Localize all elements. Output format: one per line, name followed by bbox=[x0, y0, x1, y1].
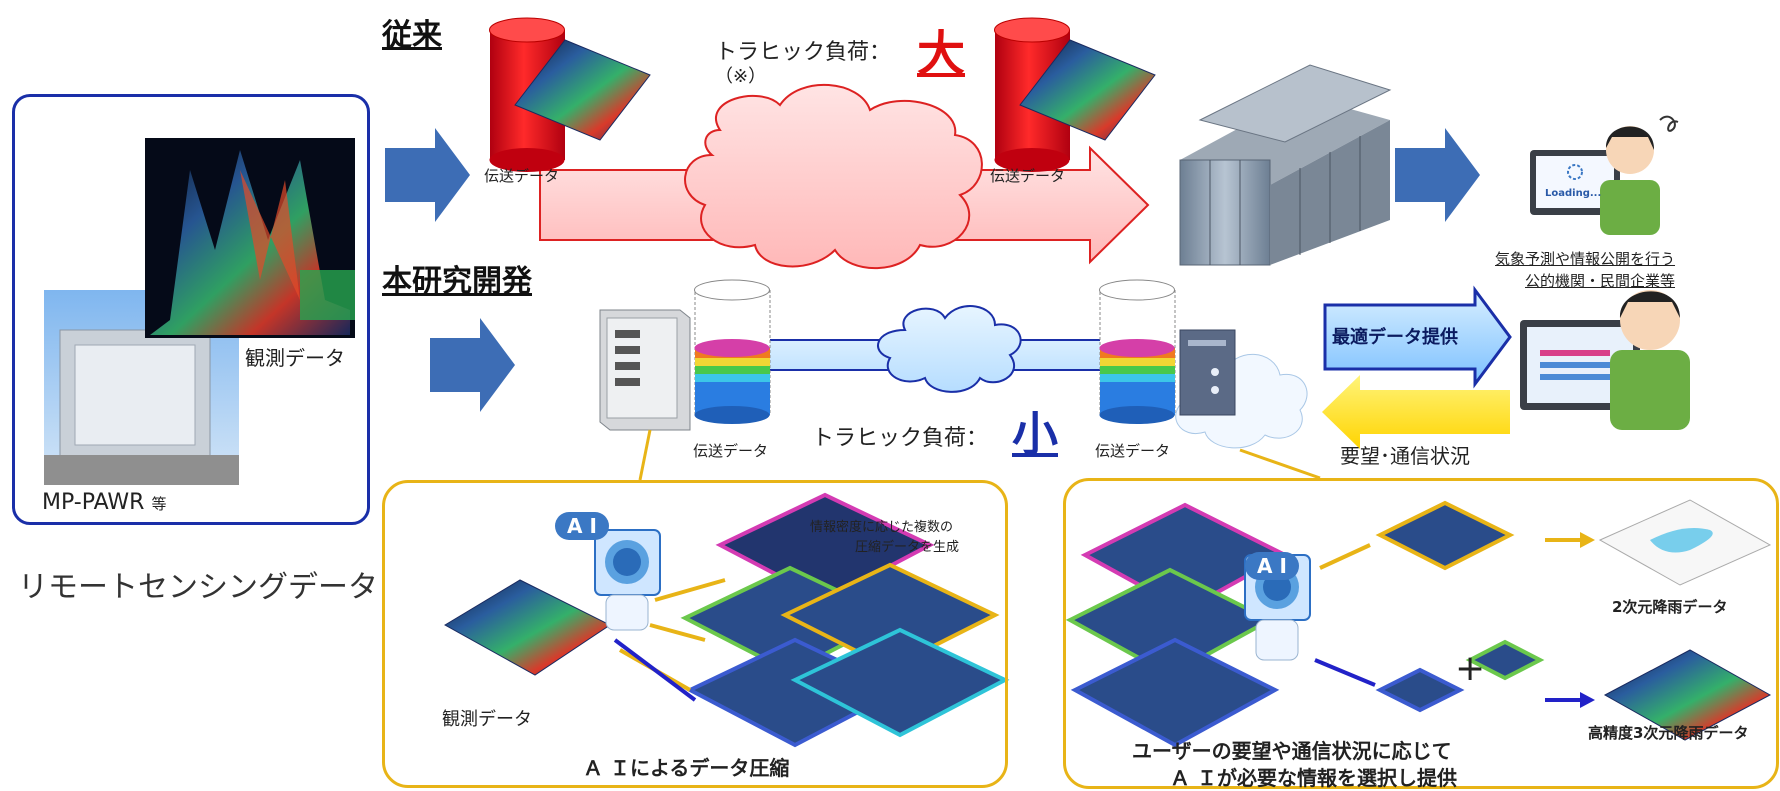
selection-title-line2: Ａ Ｉが必要な情報を選択し提供 bbox=[1170, 766, 1457, 790]
proposed-heading: 本研究開発 bbox=[382, 264, 532, 299]
source-radar-label: MP-PAWR 等 bbox=[42, 490, 166, 515]
compression-panel bbox=[382, 480, 1008, 788]
compression-ai-arrows bbox=[613, 578, 726, 702]
conventional-data-thumb-left bbox=[514, 39, 651, 141]
users-caption-line2: 公的機関・民間企業等 bbox=[1525, 272, 1676, 290]
compression-note-line1: 情報密度に応じた複数の bbox=[810, 520, 954, 535]
compression-title: Ａ Ｉによるデータ圧縮 bbox=[583, 756, 790, 780]
output-2d-map bbox=[1598, 499, 1772, 586]
user-top-illustration bbox=[1530, 115, 1679, 235]
proposed-cloud-server bbox=[1175, 329, 1308, 449]
conventional-transfer-left: 伝送データ bbox=[484, 167, 560, 185]
source-box bbox=[12, 94, 370, 525]
proposed-traffic-cloud bbox=[877, 305, 1022, 393]
proposed-traffic-value: 小 bbox=[1012, 407, 1058, 461]
users-caption-line1: 気象予測や情報公開を行う bbox=[1495, 250, 1676, 268]
compression-note-line2: 圧縮データを生成 bbox=[855, 540, 960, 555]
compression-callout-line bbox=[638, 429, 652, 481]
conventional-data-thumb-right bbox=[1019, 39, 1156, 141]
selection-callout-line bbox=[1239, 448, 1321, 480]
conventional-note: （※） bbox=[715, 66, 767, 87]
user-bottom-illustration bbox=[1520, 290, 1690, 430]
output-3d-label: 高精度3次元降雨データ bbox=[1588, 724, 1749, 742]
proposed-left-cylinder bbox=[694, 279, 771, 424]
ai-robot-left bbox=[594, 529, 661, 631]
radar-name: MP-PAWR bbox=[42, 490, 145, 515]
radar-suffix: 等 bbox=[151, 495, 167, 513]
output-3d-radar bbox=[1603, 649, 1772, 741]
request-label: 要望･通信状況 bbox=[1340, 444, 1470, 468]
proposed-traffic-label: トラヒック負荷： bbox=[812, 426, 989, 451]
request-arrow bbox=[1322, 375, 1510, 449]
compression-ai-badge: A I bbox=[555, 512, 609, 540]
conventional-traffic-cloud bbox=[684, 84, 983, 270]
optimal-data-label: 最適データ提供 bbox=[1332, 327, 1458, 348]
conventional-heading: 従来 bbox=[382, 18, 442, 53]
arrow-to-proposed bbox=[430, 318, 515, 412]
arrow-to-users bbox=[1395, 128, 1480, 222]
proposed-transfer-right: 伝送データ bbox=[1095, 442, 1171, 460]
proposed-transfer-left: 伝送データ bbox=[693, 442, 769, 460]
supercomputer bbox=[1179, 64, 1392, 266]
selection-ai-badge: A I bbox=[1245, 552, 1299, 580]
proposed-edge-server bbox=[599, 309, 691, 431]
source-caption: リモートセンシングデータ bbox=[18, 570, 378, 605]
loading-text: Loading... bbox=[1545, 188, 1602, 199]
conventional-traffic-value: 大 bbox=[917, 26, 966, 82]
output-2d-label: 2次元降雨データ bbox=[1612, 598, 1728, 616]
compression-observed-label: 観測データ bbox=[442, 709, 532, 730]
observed-radar-image bbox=[145, 138, 355, 338]
proposed-right-cylinder bbox=[1099, 279, 1176, 424]
compression-output-tiles bbox=[680, 492, 1010, 748]
optimal-data-arrow bbox=[1323, 285, 1512, 389]
selection-outputs bbox=[1314, 500, 1595, 713]
conventional-traffic-label: トラヒック負荷： bbox=[715, 40, 892, 65]
source-observed-label: 観測データ bbox=[245, 346, 345, 370]
selection-panel bbox=[1063, 478, 1779, 789]
selection-title-line1: ユーザーの要望や通信状況に応じて bbox=[1132, 739, 1452, 763]
conventional-transfer-right: 伝送データ bbox=[990, 167, 1066, 185]
arrow-to-conventional bbox=[385, 128, 470, 222]
selection-plus: + bbox=[1455, 648, 1486, 689]
